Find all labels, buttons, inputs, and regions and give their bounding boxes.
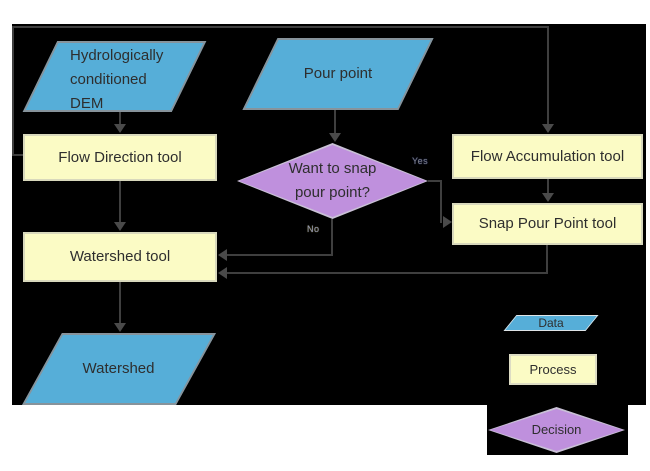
arrowhead-snap-into-watershedtool xyxy=(218,267,227,279)
edge-flowdirection-to-flowaccumulation-seg1 xyxy=(12,154,24,156)
legend-decision-label: Decision xyxy=(531,422,582,437)
node-watershed-label: Watershed xyxy=(82,360,155,377)
node-pour-point-label: Pour point xyxy=(303,65,373,82)
arrowhead-into-watershed xyxy=(114,323,126,332)
edge-decision-yes-seg2 xyxy=(440,180,442,223)
edge-flowdirection-to-flowaccumulation-seg3 xyxy=(12,26,549,28)
arrowhead-into-decision xyxy=(329,133,341,142)
node-snap-pour-point-label: Snap Pour Point tool xyxy=(478,215,617,232)
edge-label-yes: Yes xyxy=(412,156,429,166)
edge-decision-yes-seg1 xyxy=(428,180,442,182)
node-watershed-tool-label: Watershed tool xyxy=(69,248,171,265)
arrowhead-into-watershedtool-top xyxy=(114,222,126,231)
arrowhead-into-flowaccumulation xyxy=(542,124,554,133)
edge-decision-no-seg2 xyxy=(227,254,333,256)
edge-snap-to-watershedtool-seg1 xyxy=(546,245,548,274)
legend-data-label: Data xyxy=(538,316,564,330)
node-flow-direction-label: Flow Direction tool xyxy=(58,148,182,166)
arrowhead-dem-to-flowdirection xyxy=(114,124,126,133)
edge-pourpoint-to-decision xyxy=(334,110,336,134)
legend-process-label: Process xyxy=(529,361,577,377)
node-snap-pour-point-shape xyxy=(452,203,643,245)
arrowhead-into-snap-top xyxy=(542,193,554,202)
edge-flowdirection-to-flowaccumulation-seg2 xyxy=(12,26,14,156)
edge-watershedtool-to-watershed xyxy=(119,282,121,324)
node-flow-accumulation-label: Flow Accumulation tool xyxy=(470,147,625,165)
node-decision-label: Want to snap pour point? xyxy=(288,160,377,201)
node-dem-label: Hydrologically conditioned DEM xyxy=(70,47,164,112)
legend-process-shape xyxy=(509,354,597,385)
node-watershed-tool-shape xyxy=(23,232,217,282)
arrowhead-no-into-watershedtool xyxy=(218,249,227,261)
edge-flowaccumulation-to-snap xyxy=(547,179,549,194)
edge-decision-no-seg1 xyxy=(331,219,333,256)
edge-snap-to-watershedtool-seg2 xyxy=(227,272,548,274)
node-flow-accumulation-shape xyxy=(452,134,643,179)
edge-label-no: No xyxy=(307,224,320,234)
arrowhead-yes-into-snap xyxy=(443,216,452,228)
edge-flowdirection-to-flowaccumulation-seg4 xyxy=(547,26,549,125)
edge-flowdirection-to-watershedtool xyxy=(119,181,121,223)
node-flow-direction-shape xyxy=(23,134,217,181)
edge-dem-to-flowdirection xyxy=(119,112,121,125)
